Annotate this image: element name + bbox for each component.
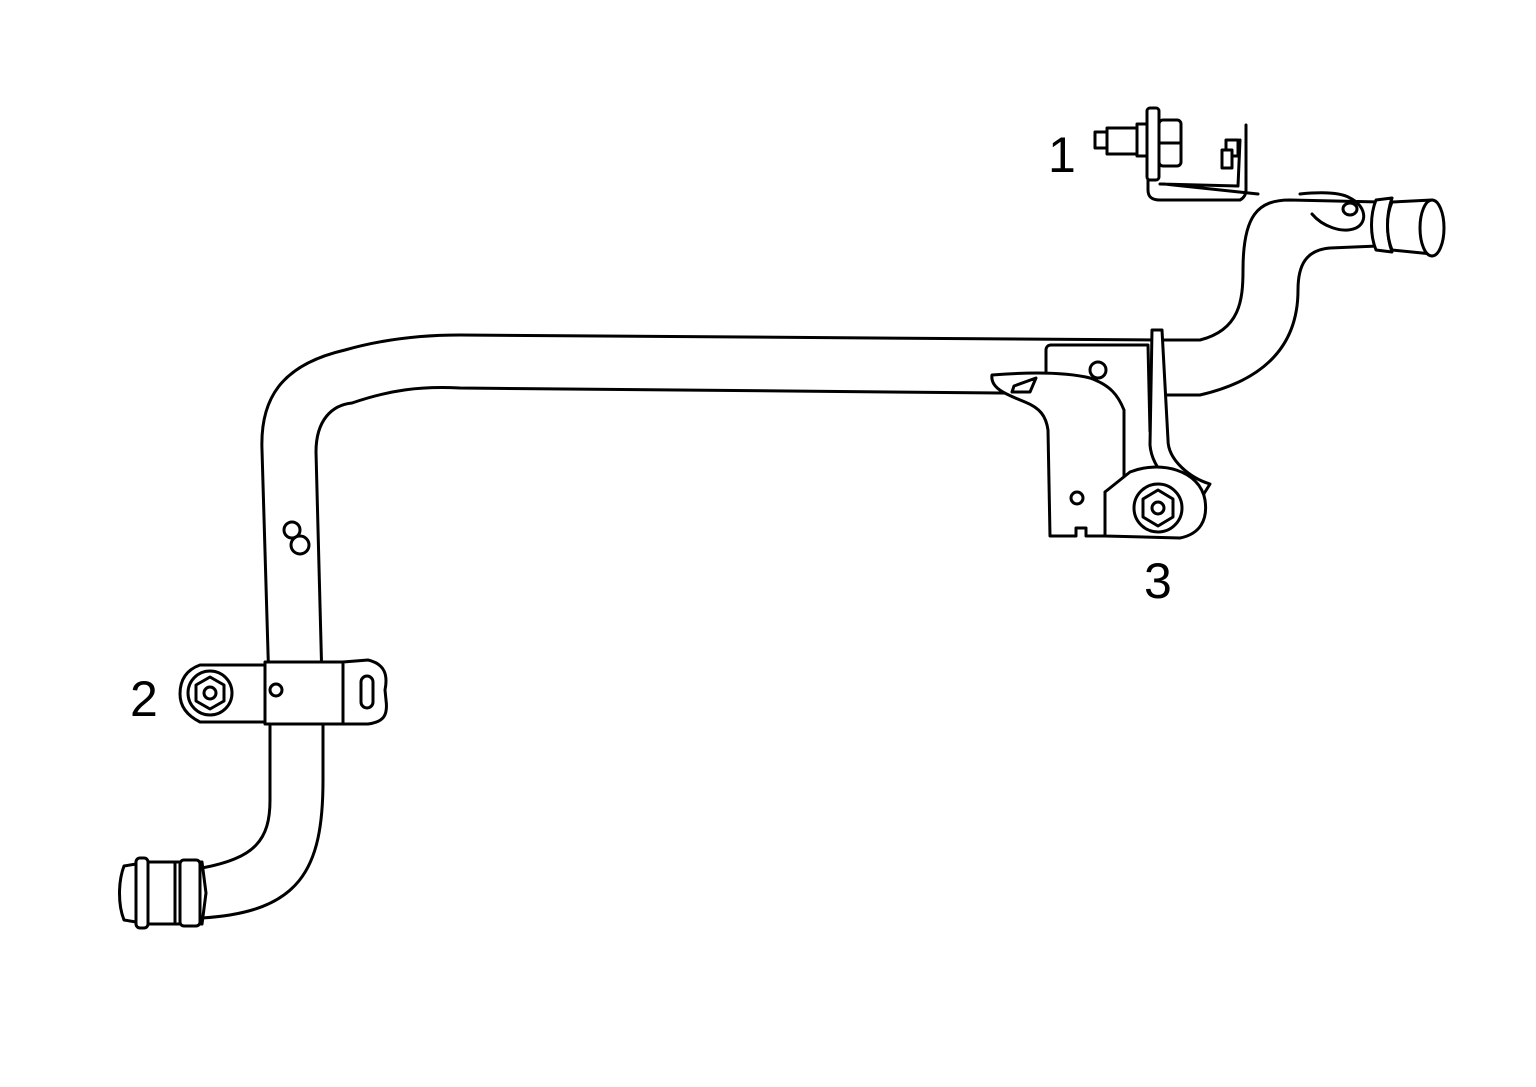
top-bracket-tab: [1298, 191, 1366, 232]
pipe-hole-lower: [289, 534, 311, 556]
nut-3-hex: [1141, 488, 1175, 528]
left-clamp-2: [178, 658, 388, 726]
upper-fitting-end: [1418, 198, 1446, 258]
right-bracket-tab-slot: [1010, 376, 1038, 394]
lower-fitting-end: [118, 862, 138, 924]
right-bracket-3: [990, 328, 1212, 540]
pipe-inner-wall: [200, 244, 1380, 920]
left-clamp-tab: [341, 658, 388, 726]
bolt-1-flange: [1145, 106, 1161, 182]
top-bracket-hole: [1341, 201, 1359, 217]
callout-3: 3: [1144, 553, 1172, 609]
left-clamp-band: [263, 660, 345, 726]
right-bracket-upper-hole: [1088, 360, 1108, 380]
top-bracket-1: [1093, 106, 1366, 232]
pipe-assembly: [200, 198, 1382, 920]
left-clamp-rivet: [268, 682, 284, 698]
callout-1: 1: [1048, 127, 1076, 183]
nut-2-hex: [194, 675, 226, 711]
pipe-hole-upper: [282, 520, 302, 540]
lower-fitting-collar: [178, 858, 202, 928]
right-bracket-lower-plate: [990, 371, 1126, 538]
bolt-1-tip: [1093, 130, 1109, 150]
upper-fitting: [1370, 196, 1446, 258]
pipe-outer-wall: [200, 198, 1382, 870]
bolt-1-shank: [1105, 126, 1139, 156]
top-bracket-clip-lower: [1220, 148, 1234, 170]
right-bracket-lower-hole: [1069, 490, 1085, 506]
nut-3-center: [1150, 500, 1166, 516]
lower-fitting: [118, 856, 208, 930]
pipe-holes: [282, 520, 311, 556]
left-clamp-slot: [359, 674, 375, 710]
right-bracket-vertical-arm: [1148, 328, 1212, 502]
lower-fitting-ring: [134, 856, 150, 930]
callout-2: 2: [130, 671, 158, 727]
nut-2-center: [202, 685, 218, 701]
